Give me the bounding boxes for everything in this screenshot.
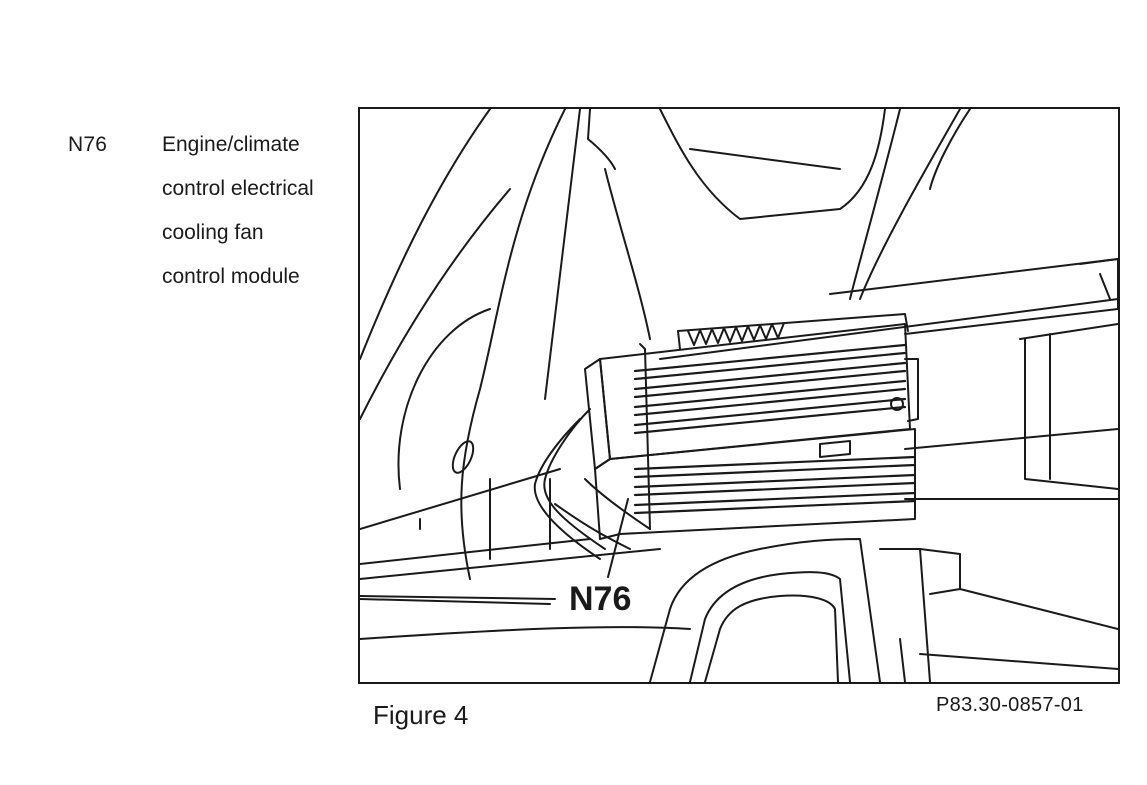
duct-opening <box>704 594 839 682</box>
duct-opening <box>919 653 1118 670</box>
frame-line <box>360 468 561 530</box>
wiring-harness <box>543 408 606 550</box>
frame-line <box>360 538 591 565</box>
wiring-harness <box>554 503 631 550</box>
wiring-harness <box>533 418 601 560</box>
legend-description-line: Engine/climate <box>162 133 300 156</box>
bracket-line <box>1019 323 1118 340</box>
connector-comb <box>677 313 909 350</box>
panel-line <box>1079 258 1118 310</box>
module-body <box>594 428 916 540</box>
figure-code: P83.30-0857-01 <box>936 694 1084 716</box>
frame-line <box>360 598 551 605</box>
legend-code: N76 <box>68 133 108 156</box>
legend-description: Engine/climate control electrical coolin… <box>162 123 362 299</box>
body-panel-line <box>397 308 491 490</box>
panel-line <box>659 298 1118 360</box>
body-panel-line <box>460 109 566 580</box>
panel-line <box>1099 273 1111 300</box>
body-panel-line <box>544 109 581 400</box>
callout-leader <box>607 498 629 578</box>
panel-line <box>829 258 1118 295</box>
housing-line <box>849 109 901 300</box>
wiring-harness <box>584 478 651 530</box>
bracket-line <box>904 428 1118 450</box>
module-body <box>644 348 651 530</box>
legend-description-line: control electrical <box>162 177 314 200</box>
housing-line <box>859 109 961 300</box>
mounting-hole <box>451 440 475 474</box>
duct-opening <box>689 571 851 682</box>
duct-opening <box>899 638 906 682</box>
housing-line <box>689 148 841 170</box>
frame-line <box>360 548 661 580</box>
callout-line <box>360 595 556 600</box>
figure-caption: Figure 4 <box>373 700 469 730</box>
component-illustration <box>360 109 1118 682</box>
housing-line <box>929 109 971 190</box>
bracket-line <box>1024 338 1118 490</box>
housing-line <box>604 168 651 340</box>
housing-line <box>659 109 886 220</box>
legend-description-line: control module <box>162 265 300 288</box>
heat-sink-fins-lower <box>633 455 917 515</box>
heat-sink-fins-upper <box>633 343 907 435</box>
module-body <box>584 358 611 470</box>
duct-opening <box>959 588 1118 630</box>
duct-opening <box>879 548 931 682</box>
connector-comb <box>687 322 785 346</box>
frame-line <box>360 626 691 640</box>
module-body <box>639 343 646 350</box>
module-mount <box>904 358 919 422</box>
callout-label: N76 <box>566 579 635 619</box>
figure-frame: N76 <box>358 107 1120 684</box>
legend-description-line: cooling fan <box>162 221 264 244</box>
duct-opening <box>919 548 961 595</box>
panel-line <box>904 308 1118 335</box>
body-panel-line <box>587 109 616 170</box>
mount-hole <box>890 397 904 411</box>
duct-opening <box>649 538 881 682</box>
body-panel-line <box>360 188 511 420</box>
body-panel-line <box>360 109 491 360</box>
module-mount <box>819 440 851 458</box>
